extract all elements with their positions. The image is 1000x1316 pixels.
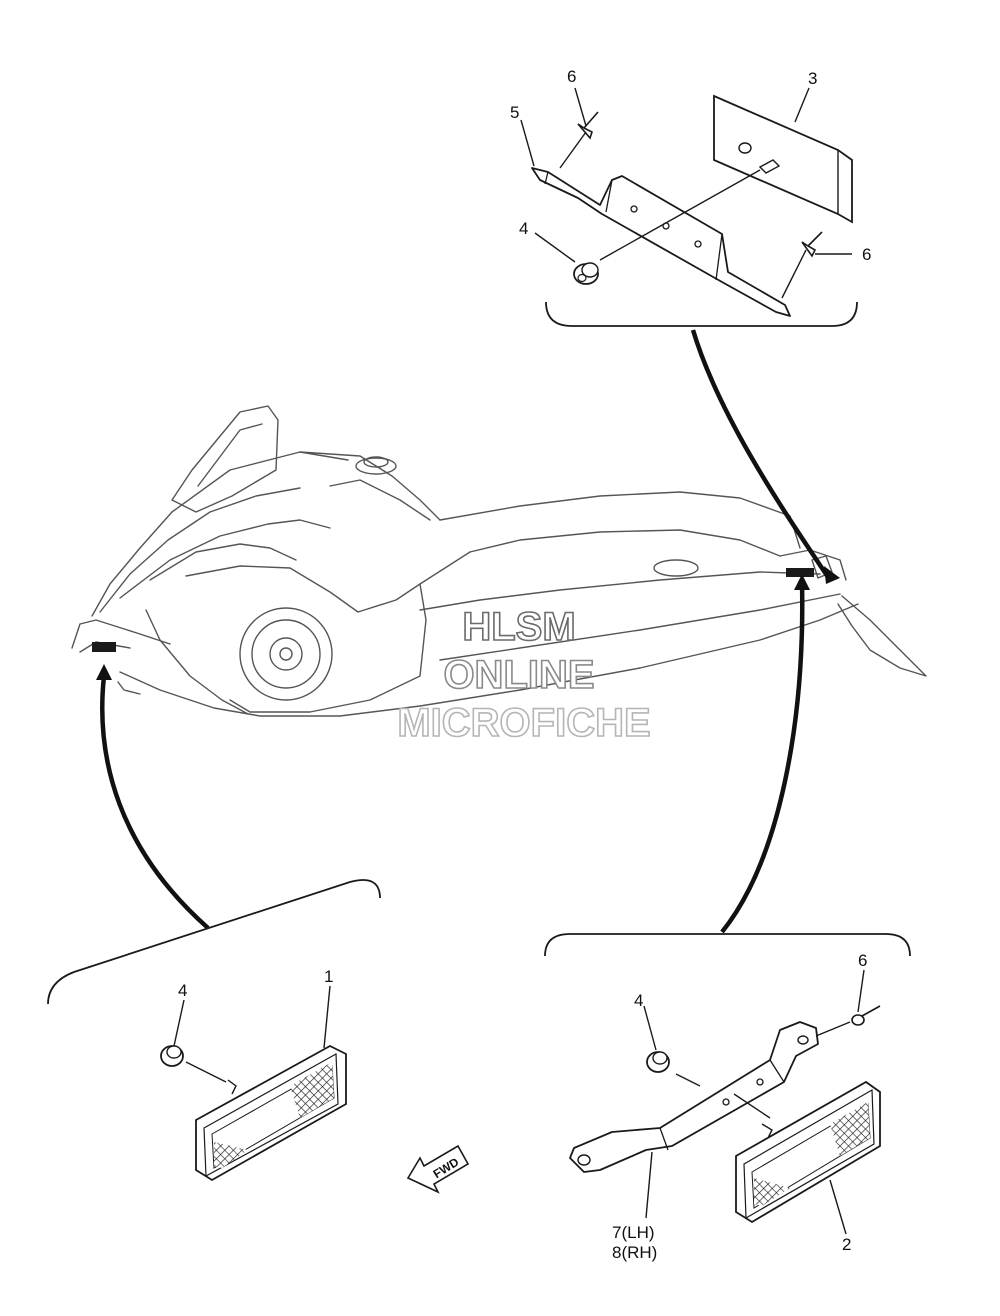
arc-top-to-rear [690,329,832,582]
rear-reflector-marker [786,568,814,577]
fwd-arrow-icon: FWD [406,1144,470,1194]
callout-3: 3 [808,69,817,88]
flange-nut-4-left [160,1045,184,1067]
watermark-line-2: ONLINE [443,653,594,697]
connector-arcs [100,329,832,934]
rivet-6-top-lower [801,231,823,258]
rivet-6-top-upper [577,111,599,140]
bracket-5 [531,167,791,317]
callout-6-right: 6 [858,951,867,970]
callout-7-lh: 7(LH) [612,1223,655,1242]
top-detail-group: 3 5 6 6 4 [510,67,871,327]
watermark-line-1: HLSM [462,605,575,649]
rivet-6-right [851,1005,881,1026]
left-group-bracket [47,879,381,1005]
reflector-2 [735,1080,881,1224]
watermark-line-3: MICROFICHE [397,701,650,745]
left-detail-group: 1 4 FWD [47,879,470,1194]
right-detail-group: 6 4 7(LH) 8(RH) 2 [544,933,911,1262]
callout-4-left: 4 [178,981,187,1000]
callout-4-right: 4 [634,991,643,1010]
callout-8-rh: 8(RH) [612,1243,657,1262]
callout-5: 5 [510,103,519,122]
front-reflector-marker [92,642,116,652]
callout-2: 2 [842,1235,851,1254]
reflector-1 [195,1044,347,1182]
snowmobile-outline [71,405,927,717]
callout-6-lower: 6 [862,245,871,264]
watermark: HLSM ONLINE MICROFICHE [397,604,652,746]
reflector-plate-3 [713,94,853,224]
arc-right-to-rear [720,581,805,934]
right-group-bracket [544,933,911,957]
flange-nut-4-top [573,262,599,285]
left-leader-lines [173,985,331,1083]
arrowhead-rear-top [824,566,840,584]
top-group-bracket [545,301,858,327]
flange-nut-4-right [646,1051,670,1073]
top-leader-lines [520,87,852,299]
arrowheads [96,566,840,680]
arc-left-to-front [100,675,210,930]
right-leader-lines [643,969,865,1235]
callout-6-upper: 6 [567,67,576,86]
arrowhead-front [96,664,112,680]
callout-1: 1 [324,967,333,986]
callout-4-top: 4 [519,219,528,238]
arrowhead-rear-bottom [794,574,810,590]
